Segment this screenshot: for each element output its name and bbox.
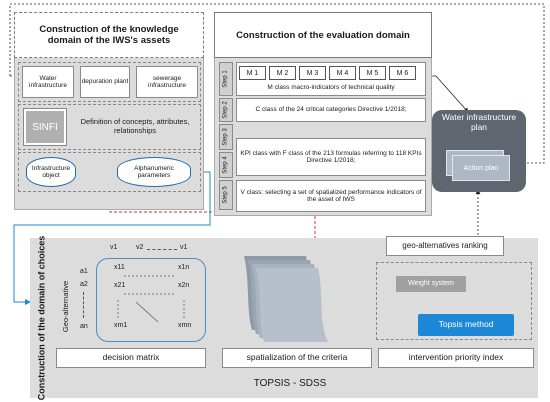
definition-text: Definition of concepts, attributes, rela… [80, 117, 190, 135]
geo-alternative-label: Geo-alternative [61, 280, 71, 332]
col-header-1: v1 [110, 244, 118, 251]
row-header-2: a2 [80, 281, 88, 288]
cell-x2n: x2n [178, 282, 190, 289]
m-cell-2: M 2 [269, 66, 296, 80]
alphanumeric-parameters-cylinder: Alphanumeric parameters [117, 157, 191, 187]
cell-x11: x11 [114, 264, 125, 271]
spatialization-label: spatialization of the criteria [222, 348, 372, 368]
sinfi-box: SINFI [23, 108, 67, 146]
knowledge-title-line1: Construction of the knowledge [39, 24, 179, 35]
row-header-dots [83, 292, 84, 318]
step-1-tab: Step 1 [219, 62, 233, 96]
water-infrastructure-box: Water infrastructure [22, 66, 74, 98]
knowledge-title-line2: domain of the IWS's assets [47, 35, 171, 46]
row-header-3: an [80, 323, 88, 330]
m-cell-3: M 3 [299, 66, 326, 80]
step-1-label: Step 1 [223, 70, 230, 88]
c-class-box: C class of the 24 critical categories Di… [236, 98, 426, 122]
action-plan-card: Action plan [452, 155, 510, 181]
choices-side-label: Construction of the domain of choices [36, 235, 47, 401]
m-class-caption: M class macro-indicators of technical qu… [267, 84, 395, 92]
topsis-sdss-title: TOPSIS - SDSS [253, 378, 327, 390]
matrix-dots [117, 275, 185, 323]
m-cell-5: M 5 [359, 66, 386, 80]
row-header-1: a1 [80, 268, 88, 275]
m-cell-6: M 6 [389, 66, 416, 80]
col-header-2: v2 [136, 244, 144, 251]
m-cell-4: M 4 [329, 66, 356, 80]
step-3-label: Step 3 [223, 128, 230, 146]
cell-x1n: x1n [178, 264, 190, 271]
depuration-plant-box: depuration plant [80, 66, 130, 98]
cell-xmn: xmn [178, 322, 192, 329]
criteria-layers [244, 256, 328, 342]
step-2-label: Step 2 [223, 101, 230, 119]
step-4-label: Step 4 [223, 156, 230, 174]
m-cell-1: M 1 [239, 66, 266, 80]
evaluation-domain-title: Construction of the evaluation domain [214, 12, 432, 58]
cell-x21: x21 [114, 282, 126, 289]
topsis-method-box: Topsis method [418, 314, 514, 336]
v-class-box: V class: selecting a set of spatialized … [236, 180, 426, 212]
sewerage-infrastructure-box: sewerage infrastructure [136, 66, 198, 98]
knowledge-domain-title: Construction of the knowledge domain of … [14, 12, 204, 58]
ontology-group [18, 104, 201, 150]
step-3-tab: Step 3 [219, 124, 233, 150]
water-plan-title: Water infrastructure plan [441, 112, 517, 132]
choices-side-label-box: Construction of the domain of choices [30, 235, 52, 401]
intervention-priority-label: intervention priority index [378, 348, 534, 368]
kpi-class-box: KPI class with F class of the 213 formul… [236, 138, 426, 176]
ranking-method-group [376, 262, 532, 340]
infrastructure-object-cylinder: Infrastructure object [26, 157, 76, 187]
step-5-tab: Step 5 [219, 180, 233, 210]
decision-matrix-label: decision matrix [56, 348, 206, 368]
objects-group [18, 152, 201, 192]
asset-types-group [18, 62, 201, 102]
weight-system-box: Weight system [396, 276, 466, 292]
col-header-3: v1 [180, 244, 188, 251]
geo-alt-label-box: Geo-alternative [58, 262, 74, 350]
cell-xm1: xm1 [114, 322, 128, 329]
step-2-tab: Step 2 [219, 98, 233, 122]
step-5-label: Step 5 [223, 186, 230, 204]
col-header-dots [147, 249, 177, 250]
geo-alternatives-ranking-box: geo-alternatives ranking [386, 236, 504, 256]
matrix-bracket [96, 258, 206, 342]
step-4-tab: Step 4 [219, 152, 233, 178]
